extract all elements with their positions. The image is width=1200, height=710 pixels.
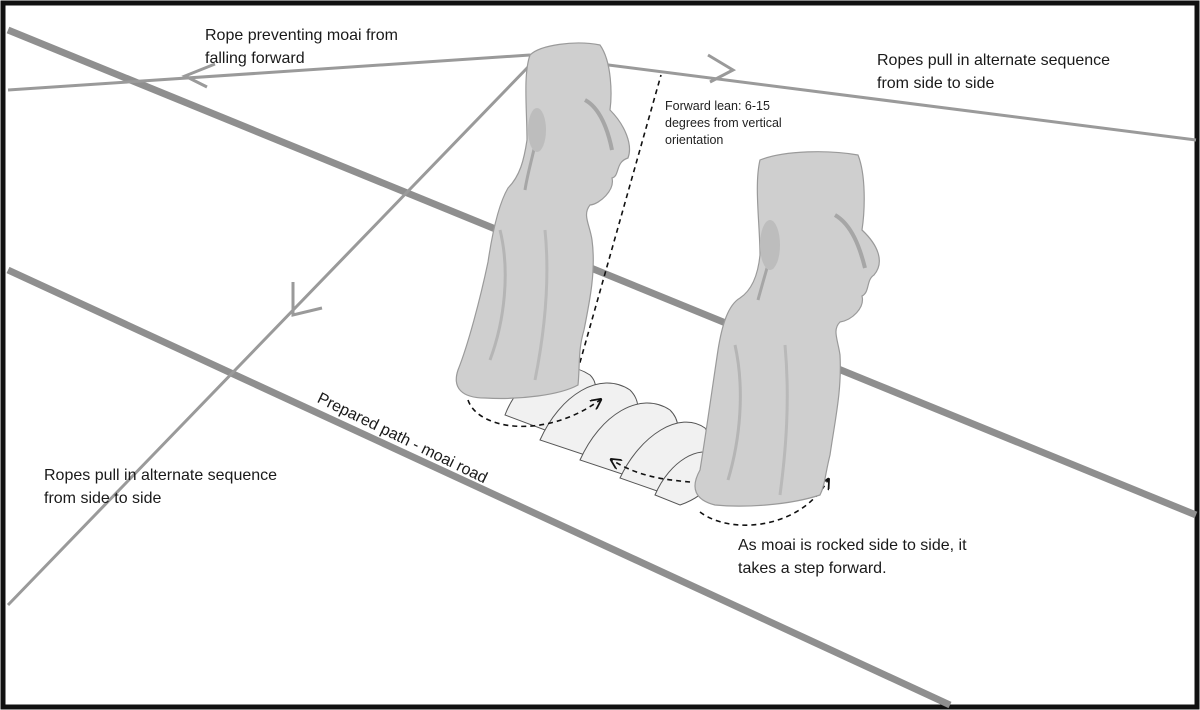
road-edge-upper (6, 26, 1198, 519)
rocking-label: As moai is rocked side to side, it takes… (738, 534, 967, 580)
rock-arrow-middle (612, 460, 691, 483)
ropes-right-label-line1: Ropes pull in alternate sequence (877, 52, 1111, 69)
road-edge-lower (6, 266, 952, 709)
rope-left-arrow (291, 282, 323, 317)
rope-right-arrow (707, 53, 737, 84)
rope-forward-label-line1: Rope preventing moai from (205, 27, 398, 44)
rock-arrow-back (467, 400, 600, 428)
rocking-label-line1: As moai is rocked side to side, it (738, 537, 967, 554)
ropes-right-label-line2: from side to side (877, 75, 995, 92)
rope-forward-arrow (181, 62, 216, 89)
rope-forward (7, 53, 531, 92)
forward-lean-label-line1: Forward lean: 6-15 (665, 99, 770, 113)
ropes-left-label: Ropes pull in alternate sequence from si… (44, 464, 277, 510)
ropes-left-label-line1: Ropes pull in alternate sequence (44, 467, 278, 484)
ropes-right-label: Ropes pull in alternate sequence from si… (877, 49, 1110, 95)
rope-forward-label-line2: falling forward (205, 50, 305, 67)
forward-lean-label-line3: orientation (665, 133, 724, 147)
rocking-label-line2: takes a step forward. (738, 560, 887, 577)
forward-lean-label-line2: degrees from vertical (665, 116, 782, 130)
moai-statue-front (694, 151, 880, 507)
forward-lean-label: Forward lean: 6-15 degrees from vertical… (665, 98, 782, 149)
moai-statue-back (455, 42, 631, 399)
rope-right (529, 53, 1197, 142)
rope-left (6, 63, 532, 607)
ropes-left-label-line2: from side to side (44, 490, 162, 507)
forward-lean-line (574, 74, 662, 381)
rope-forward-label: Rope preventing moai from falling forwar… (205, 24, 398, 70)
